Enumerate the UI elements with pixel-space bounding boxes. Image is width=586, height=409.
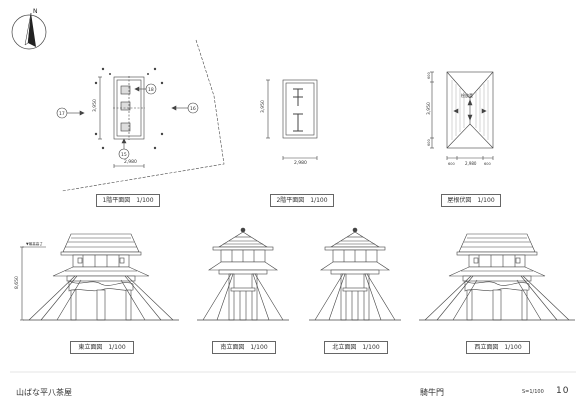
site-boundary <box>61 39 225 192</box>
north-label: N <box>33 8 38 15</box>
roof-dim-left-mid: 3,950 <box>426 102 432 115</box>
floor1-dim-horizontal: 2,980 <box>124 159 137 165</box>
elevation-north <box>308 227 402 321</box>
north-arrow: N <box>11 8 47 50</box>
elevation-south <box>196 227 290 321</box>
elevation-east <box>22 233 180 321</box>
floor1-plan-title: 1階平面図 1/100 <box>96 194 160 207</box>
roof-dim-left-top: 600 <box>427 72 431 79</box>
floor2-dim-vertical: 3,950 <box>260 100 266 113</box>
elevation-level-line <box>20 246 46 321</box>
roof-dim-bottom-right: 600 <box>484 162 491 166</box>
elevation-level-mark: ▼最高高さ <box>26 241 43 246</box>
floor2-plan-title: 2階平面図 1/100 <box>270 194 334 207</box>
roof-ridge-label: 桧皮葺 <box>461 92 473 98</box>
elevation-west <box>418 233 576 321</box>
elevation-west-title: 西立面図 1/100 <box>466 341 530 354</box>
sheet-number: 10 <box>556 386 570 396</box>
building-name: 騎牛門 <box>420 388 444 397</box>
elevation-south-title: 南立面図 1/100 <box>212 341 276 354</box>
elevation-north-title: 北立面図 1/100 <box>324 341 388 354</box>
floor1-marker-inner: 18 <box>148 87 154 93</box>
floor2-dim-horizontal: 2,980 <box>294 160 307 166</box>
elevation-height-dim: 8,650 <box>14 276 20 289</box>
floor1-marker-left: 17 <box>59 111 65 117</box>
floor1-marker-right: 16 <box>190 106 196 112</box>
elevation-east-title: 東立面図 1/100 <box>70 341 134 354</box>
roof-dim-bottom-left: 600 <box>448 162 455 166</box>
roof-dim-bottom-mid: 2,980 <box>465 161 477 166</box>
roof-plan-title: 屋根伏図 1/100 <box>441 194 501 207</box>
roof-dim-left-bottom: 600 <box>427 139 431 146</box>
floor1-dim-vertical: 3,950 <box>92 99 98 112</box>
floor1-plan <box>56 67 199 168</box>
drawing-scale: S=1/100 <box>522 389 544 395</box>
roof-plan <box>430 71 494 160</box>
project-name: 山ばな平八茶屋 <box>16 388 72 397</box>
floor1-marker-bottom: 15 <box>121 152 127 158</box>
floor2-plan <box>266 79 318 160</box>
